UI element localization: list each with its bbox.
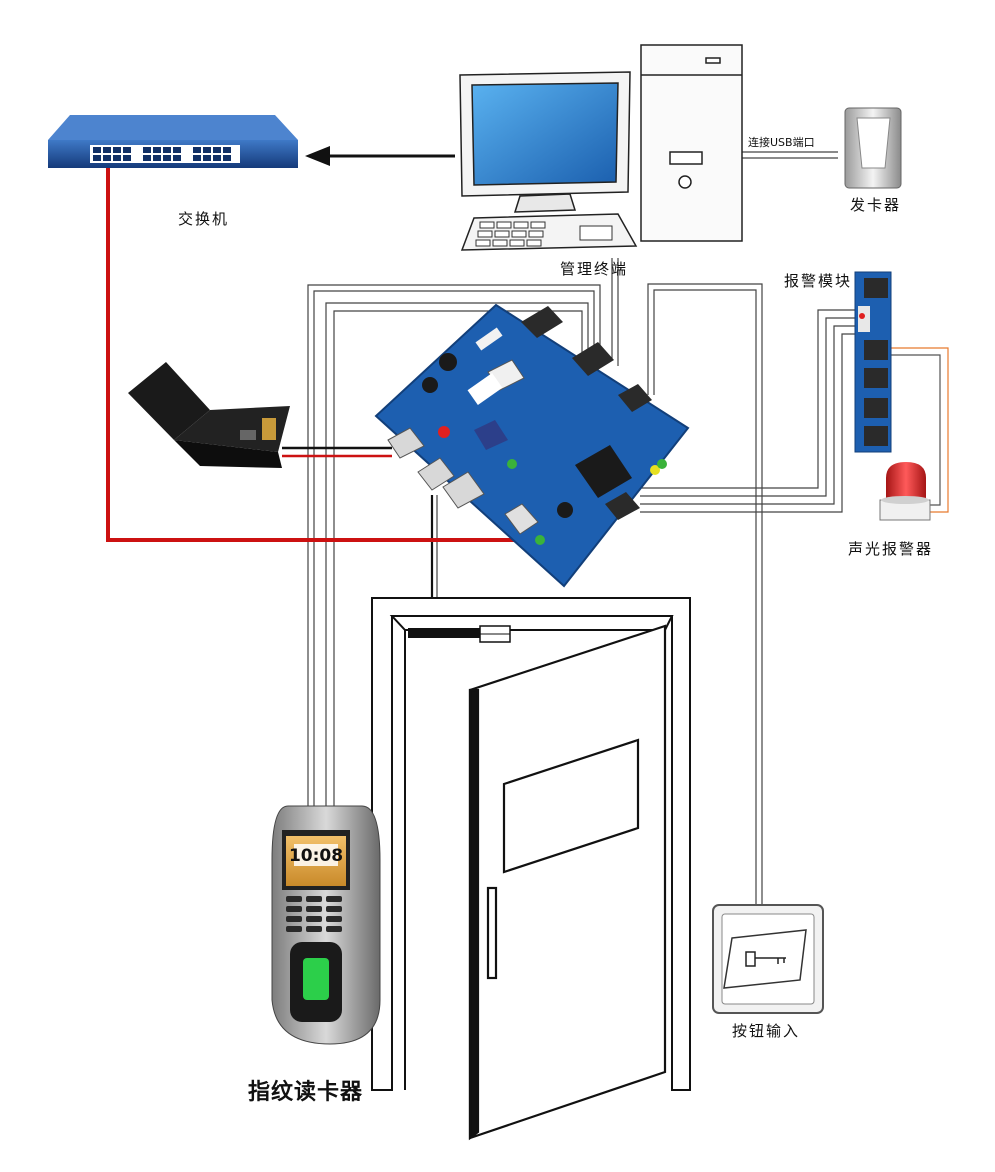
monitor-screen [471, 82, 619, 186]
terminal-label: 管理终端 [560, 260, 629, 278]
reader-time: 10:08 [289, 846, 343, 866]
power-supply-box [128, 362, 290, 468]
card-issuer [844, 107, 902, 189]
card-issuer-label: 发卡器 [850, 196, 902, 214]
usb-port-label: 连接USB端口 [748, 136, 815, 149]
alarm-module-label: 报警模块 [784, 272, 853, 290]
fingerprint-sensor [303, 958, 329, 1000]
door-leaf [468, 624, 667, 1141]
key-icon [745, 951, 786, 967]
management-terminal [459, 44, 743, 251]
alarm-module [854, 271, 892, 453]
exit-button [712, 904, 824, 1014]
network-switch [48, 115, 298, 168]
fingerprint-reader [271, 805, 381, 1045]
alarm-device-label: 声光报警器 [848, 540, 934, 558]
magnetic-lock [408, 625, 511, 643]
switch-label: 交换机 [178, 210, 230, 228]
alarm-siren [879, 462, 931, 521]
fingerprint-reader-label: 指纹读卡器 [248, 1080, 364, 1105]
controller-board [374, 303, 690, 588]
arrow-icon [305, 146, 455, 166]
network-cable [106, 162, 515, 542]
button-input-label: 按钮输入 [732, 1022, 801, 1040]
